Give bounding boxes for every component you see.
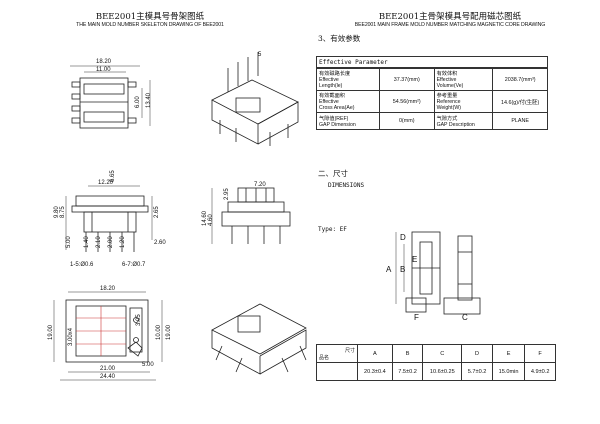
dim-front-3: 8.75 — [60, 206, 66, 218]
section2-title: 二、尺寸 — [318, 169, 348, 178]
dim-val-d: 5.7±0.2 — [461, 362, 493, 381]
param-value-2: 2038.7(mm³) — [492, 68, 548, 91]
dimension-labels: 18.20 11.00 6.00 13.40 6.65 12.20 8.75 9… — [48, 52, 468, 380]
dim-top-4: 13.40 — [146, 92, 152, 108]
core-label-f: F — [414, 313, 419, 322]
param-value: 37.37(mm) — [378, 68, 435, 91]
dim-bot-7: 5.00 — [142, 362, 154, 368]
dim-front-7: 2.10 — [96, 236, 102, 248]
dim-value-row: 20.3±0.4 7.5±0.2 10.6±0.25 5.7±0.2 15.0m… — [316, 362, 556, 381]
dim-val-c: 10.6±0.25 — [422, 362, 463, 381]
pin-label: 5 — [258, 52, 262, 58]
left-title: BEE2001主模具号骨架图纸 — [95, 12, 205, 22]
dim-bot-4: 3.05 — [136, 314, 142, 326]
right-subtitle: BEE2001 MAIN FRAME MOLD NUMBER MATCHING … — [354, 22, 546, 28]
dim-val-f: 4.9±0.2 — [524, 362, 556, 381]
dim-col-d: D — [461, 344, 493, 363]
dim-side-1: 7.20 — [254, 182, 266, 188]
dim-front-9: 1.20 — [120, 236, 126, 248]
front-view-drawing — [65, 185, 153, 252]
dim-header-row: 尺寸 品名 A B C D E F — [316, 344, 556, 363]
dim-front-10: 5.00 — [66, 236, 72, 248]
dim-col-b: B — [391, 344, 424, 363]
core-label-c: C — [462, 313, 468, 322]
isometric-bottom-drawing — [211, 303, 307, 375]
core-label-d: D — [400, 233, 406, 242]
dim-bot-5: 10.00 — [156, 324, 162, 340]
dim-bot-9: 24.40 — [100, 374, 116, 380]
dim-side-2: 2.95 — [224, 188, 230, 200]
type-label: Type: EF — [318, 226, 347, 233]
dim-col-f: F — [524, 344, 556, 363]
dim-top-2: 11.00 — [96, 67, 111, 73]
isometric-top-drawing — [211, 52, 299, 146]
core-drawing — [395, 231, 481, 315]
dim-top-1: 18.20 — [96, 59, 112, 65]
section3-title: 3、有效参数 — [318, 34, 361, 43]
dim-front-4: 9.80 — [54, 206, 60, 218]
dimensions-label: DIMENSIONS — [328, 182, 365, 189]
core-label-a: A — [386, 265, 392, 274]
dim-val-a: 20.3±0.4 — [357, 362, 393, 381]
dim-corner-cell: 尺寸 品名 — [316, 344, 358, 363]
dim-bot-2: 19.00 — [48, 324, 54, 340]
dim-bot-3: 3.00x4 — [68, 327, 74, 346]
dim-col-e: E — [491, 344, 526, 363]
dim-col-a: A — [357, 344, 393, 363]
bottom-view-drawing — [53, 291, 163, 381]
core-label-b: B — [400, 265, 405, 274]
dim-front-11: 2.60 — [154, 240, 166, 246]
dim-front-12: 1-5:Ø0.6 — [70, 262, 94, 268]
dim-bot-6: 19.00 — [166, 324, 172, 340]
dimension-table: 尺寸 品名 A B C D E F 20.3±0.4 7.5±0.2 10.6±… — [316, 344, 556, 381]
dim-front-1: 6.65 — [110, 170, 116, 182]
dim-front-6: 1.40 — [84, 236, 90, 248]
dim-val-e: 15.0min — [491, 362, 526, 381]
left-subtitle: THE MAIN MOLD NUMBER SKELETON DRAWING OF… — [76, 22, 224, 28]
dim-side-3: 4.60 — [208, 214, 214, 226]
dim-front-5: 2.65 — [154, 206, 160, 218]
dim-front-13: 6-7:Ø0.7 — [122, 262, 146, 268]
dim-top-3: 6.00 — [135, 96, 141, 108]
dim-bot-8: 21.00 — [100, 366, 116, 372]
dim-front-8: 2.00 — [108, 236, 114, 248]
side-view-drawing — [211, 187, 291, 244]
dim-col-c: C — [422, 344, 463, 363]
dim-val-b: 7.5±0.2 — [391, 362, 424, 381]
right-title: BEE2001主骨架模具号配用磁芯图纸 — [378, 12, 522, 22]
core-label-e: E — [412, 255, 417, 264]
top-view-drawing — [70, 65, 151, 129]
dim-front-2: 12.20 — [98, 180, 114, 186]
dim-bot-1: 18.20 — [100, 286, 116, 292]
dim-side-4: 14.60 — [202, 210, 208, 226]
effective-parameter-label: Effective Parameter — [316, 56, 548, 68]
